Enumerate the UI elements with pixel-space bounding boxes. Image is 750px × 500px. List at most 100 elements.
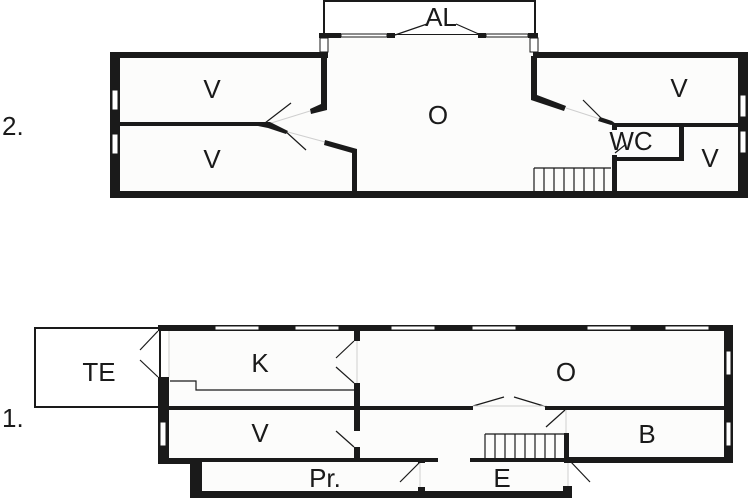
floor-2-area (120, 35, 740, 193)
door-swing (264, 102, 292, 124)
wall (679, 123, 684, 160)
window (111, 133, 119, 155)
wall (324, 140, 357, 193)
wall (158, 325, 733, 331)
door-swing (582, 99, 602, 119)
wall (354, 331, 360, 341)
stairs (484, 433, 564, 460)
door-swing (335, 366, 355, 384)
door-swing (545, 409, 566, 428)
wall (418, 487, 425, 493)
window (739, 130, 747, 154)
floor-2: 2. AL V V O V WC V (2, 0, 748, 198)
wall (321, 56, 327, 108)
wall (258, 122, 288, 134)
door-swing (139, 359, 159, 378)
wall (612, 123, 740, 127)
window (111, 89, 119, 111)
terrace-te-outline (34, 327, 161, 408)
room-label-k: K (251, 348, 269, 378)
window (214, 325, 260, 331)
floor-1: 1. TE K O V B Pr. E (2, 325, 733, 498)
room-label-o: O (428, 100, 448, 130)
wall (110, 52, 328, 58)
room-label-v: V (203, 74, 221, 104)
door-opening (287, 131, 326, 143)
room-label-pr: Pr. (309, 463, 341, 493)
room-label-v: V (670, 73, 688, 103)
door-swing (394, 23, 428, 36)
post (529, 37, 539, 53)
door-swing (283, 129, 307, 151)
wall (564, 457, 733, 463)
wall (545, 406, 725, 410)
wall (615, 157, 684, 161)
floor-number-label: 1. (2, 403, 24, 433)
wall (478, 33, 486, 38)
wall (612, 155, 617, 193)
door-swing (569, 460, 591, 483)
room-label-v: V (251, 418, 269, 448)
door-swing (513, 396, 548, 408)
window (485, 33, 529, 38)
door-swing (614, 144, 626, 154)
room-label-wc: WC (609, 126, 652, 156)
wall (533, 52, 748, 58)
wall (418, 459, 425, 463)
door-swing (335, 340, 355, 359)
room-label-al: AL (425, 2, 457, 32)
wall (470, 458, 568, 462)
wall (310, 104, 327, 114)
window (725, 350, 732, 376)
window (159, 421, 167, 447)
window (294, 325, 340, 331)
wall (528, 33, 538, 38)
room-label-v: V (701, 143, 719, 173)
wall (120, 122, 262, 126)
door-swing (455, 23, 482, 36)
stairs (533, 167, 611, 192)
post (319, 37, 329, 53)
door-swing (139, 330, 159, 351)
wall (110, 191, 748, 198)
window (340, 33, 388, 38)
door-swing (399, 461, 421, 483)
wall (354, 383, 360, 431)
wall (531, 56, 537, 98)
wall (612, 123, 617, 130)
wall (158, 325, 169, 330)
floor-number-label: 2. (2, 111, 24, 141)
wall (158, 377, 169, 464)
wall (168, 406, 473, 410)
wall (387, 33, 395, 38)
door-swing (335, 430, 355, 448)
window (664, 325, 710, 331)
floor-1-area (168, 331, 728, 490)
wall (598, 117, 616, 125)
wall (354, 447, 360, 460)
kitchen-counter (170, 380, 354, 391)
wall (319, 33, 341, 38)
room-label-v: V (203, 144, 221, 174)
room-label-o: O (556, 357, 576, 387)
wall (200, 458, 438, 462)
wall (564, 433, 569, 462)
door-opening (267, 110, 311, 125)
room-label-e: E (493, 463, 510, 493)
wall (110, 52, 120, 198)
window (471, 325, 517, 331)
window (725, 421, 732, 447)
wall (190, 491, 572, 498)
wall (158, 458, 202, 464)
room-label-b: B (638, 419, 655, 449)
wall (563, 486, 572, 498)
wall (724, 325, 733, 463)
wall (531, 95, 566, 111)
wall (738, 52, 748, 198)
wall (190, 458, 202, 498)
door-opening (565, 107, 601, 120)
window (586, 325, 632, 331)
door-swing (472, 396, 505, 407)
room-label-te: TE (82, 357, 115, 387)
